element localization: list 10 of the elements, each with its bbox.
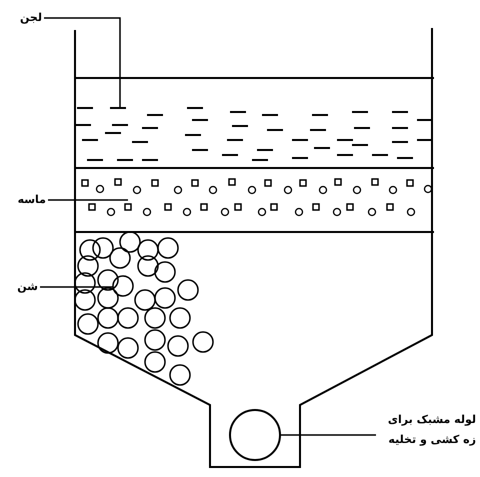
leader-line <box>281 434 376 436</box>
perforated-pipe <box>229 409 281 461</box>
sand-layer <box>75 167 434 233</box>
leader-line <box>40 286 113 288</box>
layer-label: شن <box>2 277 38 297</box>
layer-label: لوله مشبک برای زه کشی و تخلیه <box>378 410 476 450</box>
layer-label: لجن <box>6 8 42 28</box>
layer-label: ماسه <box>2 190 46 210</box>
leader-line <box>48 199 128 201</box>
leader-line <box>44 17 121 107</box>
